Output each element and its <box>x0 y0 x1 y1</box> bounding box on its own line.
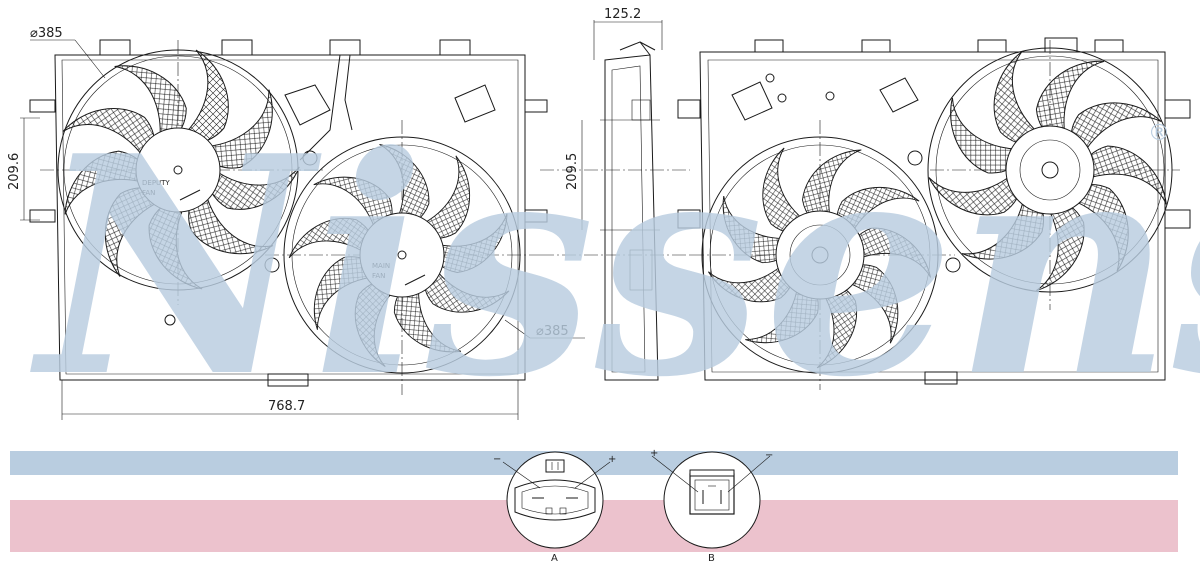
rear-main-fan <box>701 134 942 374</box>
blue-band <box>10 451 1178 475</box>
registered-mark: ® <box>1148 121 1170 146</box>
connector-b-plus: + <box>650 448 658 459</box>
connector-b-minus: − <box>765 450 773 461</box>
dim-overall-width: 768.7 <box>61 380 519 420</box>
main-fan-label-1: MAIN <box>372 262 390 270</box>
connector-a-label: A <box>551 553 558 564</box>
svg-text:⌀385: ⌀385 <box>536 324 569 339</box>
main-fan-label-2: FAN <box>372 272 385 280</box>
main-fan: MAIN FAN <box>283 133 523 374</box>
connector-a-minus: − <box>493 454 501 465</box>
rear-view <box>677 37 1191 390</box>
deputy-fan-label-1: DEPUTY <box>142 179 170 187</box>
svg-text:209.6: 209.6 <box>7 153 22 190</box>
dim-center-height: 209.5 <box>565 120 583 230</box>
svg-text:768.7: 768.7 <box>268 399 305 414</box>
connector-b-label: B <box>708 553 715 564</box>
svg-text:209.5: 209.5 <box>565 153 580 190</box>
svg-text:⌀385: ⌀385 <box>30 26 63 41</box>
brand-watermark: Nissens <box>29 90 1200 443</box>
dim-deputy-diameter: ⌀385 <box>30 26 106 79</box>
front-view: DEPUTY FAN MAIN FAN <box>7 26 585 420</box>
side-view: 125.2 209.5 <box>540 7 690 381</box>
deputy-fan-label-2: FAN <box>142 189 155 197</box>
connector-a-plus: + <box>608 454 616 465</box>
connector-a: − + A <box>493 451 616 564</box>
deputy-fan: DEPUTY FAN <box>48 45 306 301</box>
rear-deputy-fan <box>925 42 1181 300</box>
dim-depth: 125.2 <box>593 7 663 60</box>
dim-main-diameter: ⌀385 <box>504 319 585 339</box>
dim-left-height: 209.6 <box>7 117 40 221</box>
svg-text:125.2: 125.2 <box>604 7 641 22</box>
connector-b: + − B <box>650 448 773 564</box>
